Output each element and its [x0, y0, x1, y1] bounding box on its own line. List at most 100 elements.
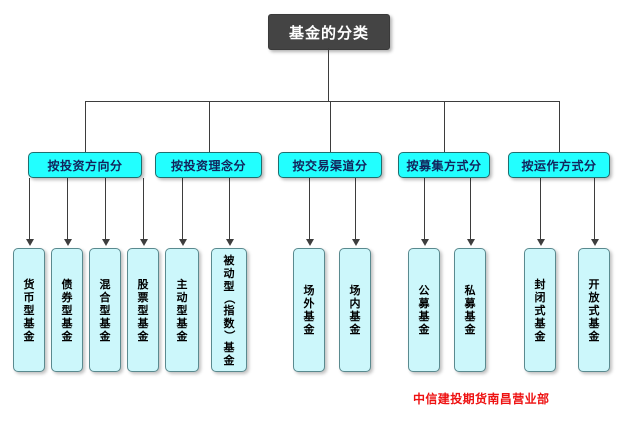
- leaf-node-char: 金: [534, 329, 546, 343]
- leaf-arrow-line-1: [67, 178, 68, 240]
- leaf-node-char: 基: [176, 316, 188, 330]
- leaf-node-char: 型: [176, 303, 188, 317]
- leaf-node-char: 金: [303, 323, 315, 336]
- leaf-node-char: 型: [23, 303, 35, 317]
- category-drop-connector-4: [559, 101, 560, 152]
- leaf-node-10[interactable]: 封闭式基金: [524, 248, 556, 372]
- leaf-node-char: 式: [534, 303, 546, 317]
- leaf-node-char: 主: [176, 277, 188, 291]
- leaf-node-char: 股: [137, 277, 149, 291]
- trunk-connector: [328, 48, 329, 101]
- category-node-label: 按募集方式分: [406, 158, 482, 173]
- leaf-node-char: 基: [464, 310, 476, 323]
- leaf-arrow-head-9: [467, 239, 475, 246]
- leaf-node-char: 型: [223, 279, 235, 293]
- category-node-3[interactable]: 按募集方式分: [398, 152, 490, 178]
- leaf-node-char: 货: [23, 277, 35, 291]
- leaf-node-char: 金: [464, 323, 476, 336]
- leaf-node-char: 私: [464, 284, 476, 297]
- category-drop-connector-0: [85, 101, 86, 152]
- leaf-node-11[interactable]: 开放式基金: [578, 248, 610, 372]
- leaf-arrow-line-5: [229, 178, 230, 240]
- leaf-node-char: 放: [588, 290, 600, 304]
- leaf-node-char: 基: [303, 310, 315, 323]
- leaf-arrow-line-8: [424, 178, 425, 240]
- leaf-arrow-line-7: [355, 178, 356, 240]
- leaf-node-7[interactable]: 场内基金: [339, 248, 371, 372]
- category-node-label: 按投资方向分: [47, 158, 123, 173]
- leaf-node-char: 基: [61, 316, 73, 330]
- leaf-node-0[interactable]: 货币型基金: [13, 248, 45, 372]
- category-drop-connector-1: [208, 101, 210, 152]
- leaf-node-char: （: [222, 292, 236, 304]
- category-drop-connector-3: [444, 101, 445, 152]
- leaf-node-char: 闭: [534, 290, 546, 304]
- leaf-arrow-line-6: [309, 178, 310, 240]
- leaf-node-4[interactable]: 主动型基金: [165, 248, 199, 372]
- leaf-node-2[interactable]: 混合型基金: [89, 248, 121, 372]
- leaf-node-char: 场: [303, 284, 315, 297]
- leaf-node-char: 票: [137, 290, 149, 304]
- category-node-label: 按交易渠道分: [292, 158, 368, 173]
- leaf-arrow-head-6: [306, 239, 314, 246]
- leaf-node-char: 金: [99, 329, 111, 343]
- leaf-node-8[interactable]: 公募基金: [408, 248, 440, 372]
- leaf-node-char: 场: [349, 284, 361, 297]
- leaf-arrow-head-10: [537, 239, 545, 246]
- leaf-arrow-line-11: [594, 178, 595, 240]
- leaf-node-char: 基: [588, 316, 600, 330]
- leaf-node-char: 金: [137, 329, 149, 343]
- leaf-arrow-line-3: [143, 178, 144, 240]
- leaf-arrow-head-4: [179, 239, 187, 246]
- category-node-1[interactable]: 按投资理念分: [155, 152, 262, 178]
- leaf-arrow-head-0: [26, 239, 34, 246]
- leaf-arrow-head-5: [226, 239, 234, 246]
- leaf-arrow-line-0: [29, 178, 30, 240]
- leaf-arrow-head-8: [421, 239, 429, 246]
- leaf-node-6[interactable]: 场外基金: [293, 248, 325, 372]
- leaf-node-char: 金: [349, 323, 361, 336]
- category-node-label: 按运作方式分: [521, 158, 597, 173]
- leaf-node-char: 基: [223, 340, 235, 354]
- leaf-arrow-head-3: [140, 239, 148, 246]
- leaf-node-char: 金: [223, 353, 235, 367]
- watermark-label: 中信建投期货南昌营业部: [413, 392, 550, 406]
- leaf-node-char: 金: [61, 329, 73, 343]
- leaf-arrow-head-2: [102, 239, 110, 246]
- leaf-node-char: 基: [418, 310, 430, 323]
- leaf-node-char: 型: [137, 303, 149, 317]
- leaf-node-char: 金: [418, 323, 430, 336]
- leaf-node-char: 指: [223, 303, 235, 317]
- leaf-node-char: 募: [418, 297, 430, 310]
- leaf-node-char: 募: [464, 297, 476, 310]
- root-node-fund-classification[interactable]: 基金的分类: [268, 14, 390, 50]
- leaf-node-char: 型: [99, 303, 111, 317]
- leaf-node-char: 币: [23, 290, 35, 304]
- leaf-node-char: 数: [223, 316, 235, 330]
- leaf-node-9[interactable]: 私募基金: [454, 248, 486, 372]
- leaf-node-char: 金: [23, 329, 35, 343]
- leaf-node-char: 债: [61, 277, 73, 291]
- category-node-2[interactable]: 按交易渠道分: [278, 152, 382, 178]
- leaf-arrow-head-11: [591, 239, 599, 246]
- category-drop-connector-2: [330, 101, 331, 152]
- leaf-node-3[interactable]: 股票型基金: [127, 248, 159, 372]
- bus-connector: [85, 101, 559, 102]
- leaf-node-char: ）: [222, 329, 236, 341]
- leaf-node-char: 基: [349, 310, 361, 323]
- category-node-4[interactable]: 按运作方式分: [508, 152, 610, 178]
- leaf-arrow-head-1: [64, 239, 72, 246]
- leaf-node-1[interactable]: 债券型基金: [51, 248, 83, 372]
- category-node-0[interactable]: 按投资方向分: [28, 152, 142, 178]
- category-node-label: 按投资理念分: [170, 158, 246, 173]
- leaf-node-char: 式: [588, 303, 600, 317]
- leaf-node-char: 开: [588, 277, 600, 291]
- leaf-node-char: 混: [99, 277, 111, 291]
- leaf-arrow-line-2: [105, 178, 106, 240]
- leaf-arrow-head-7: [352, 239, 360, 246]
- leaf-node-char: 动: [176, 290, 188, 304]
- leaf-node-5[interactable]: 被动型（指数）基金: [211, 248, 247, 372]
- leaf-arrow-line-10: [540, 178, 541, 240]
- leaf-node-char: 基: [534, 316, 546, 330]
